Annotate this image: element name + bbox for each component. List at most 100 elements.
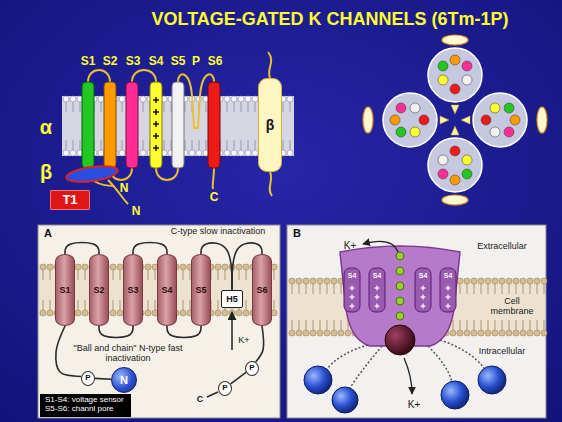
beta-ball bbox=[332, 387, 358, 413]
phospholipid-heads bbox=[296, 330, 302, 336]
peptide-chain bbox=[133, 243, 167, 255]
phosphate-circle: P bbox=[245, 361, 259, 376]
beta-subunit-ellipse bbox=[65, 163, 118, 184]
phosphate-circle-text: P bbox=[222, 383, 227, 392]
phospholipid-heads bbox=[292, 284, 293, 294]
phospholipid-heads bbox=[248, 140, 249, 150]
phospholipid-heads bbox=[148, 270, 149, 280]
phospholipid-heads bbox=[289, 278, 295, 284]
phospholipid-heads bbox=[290, 140, 291, 150]
phospholipid-heads bbox=[544, 320, 545, 330]
tetramer-figure bbox=[363, 107, 373, 133]
phospholipid-heads bbox=[122, 102, 123, 112]
phospholipid-heads bbox=[313, 320, 314, 330]
panel-b-text: B bbox=[293, 227, 301, 240]
phospholipid-heads bbox=[50, 300, 51, 310]
phospholipid-heads bbox=[180, 264, 186, 270]
pore-helix-box: H5 bbox=[221, 290, 243, 308]
phospholipid-heads bbox=[239, 270, 240, 280]
peptide-loop bbox=[268, 52, 271, 78]
voltage-sensor bbox=[344, 268, 456, 312]
tetramer-figure bbox=[537, 107, 547, 133]
terminus-label: N bbox=[120, 182, 129, 196]
phospholipid-heads bbox=[215, 264, 221, 270]
peptide-loop bbox=[88, 52, 272, 204]
helix-cylinder-text: S3 bbox=[127, 285, 138, 295]
tetramer-figure bbox=[390, 115, 400, 125]
phospholipid-heads bbox=[119, 96, 125, 102]
phospholipid-heads bbox=[78, 300, 79, 310]
peptide-chain bbox=[256, 326, 264, 362]
tetramer-figure bbox=[510, 115, 520, 125]
segment-label: S6 bbox=[208, 55, 223, 69]
region-label: Intracellular bbox=[479, 346, 526, 356]
legend-box: S1-S4: voltage sensorS5-S6: channl pore bbox=[40, 394, 131, 417]
phospholipid-heads bbox=[485, 330, 491, 336]
phospholipid-heads bbox=[222, 264, 228, 270]
phospholipid-heads bbox=[47, 264, 53, 270]
potassium-ion bbox=[396, 282, 404, 290]
phospholipid-heads bbox=[499, 278, 505, 284]
segment-label: P bbox=[192, 55, 200, 69]
phospholipid-heads bbox=[241, 140, 242, 150]
phospholipid-heads bbox=[224, 96, 230, 102]
phospholipid-heads bbox=[478, 330, 484, 336]
phospholipid-heads bbox=[185, 102, 186, 112]
phospholipid-heads bbox=[75, 264, 81, 270]
tetramer-figure bbox=[462, 169, 472, 179]
tetramer-figure bbox=[462, 155, 472, 165]
tetramer-figure bbox=[419, 115, 429, 125]
region-label: Extracellular bbox=[477, 241, 527, 251]
terminus-label: N bbox=[132, 205, 141, 219]
tetramer-figure bbox=[490, 103, 500, 113]
phospholipid-heads bbox=[241, 102, 242, 112]
charge-symbol bbox=[422, 304, 423, 309]
helix-cylinder: S3 bbox=[123, 254, 143, 326]
helix-cylinder: S5 bbox=[191, 254, 211, 326]
chain bbox=[440, 340, 484, 368]
phospholipid-heads bbox=[183, 300, 184, 310]
charge-symbol bbox=[155, 97, 157, 103]
phospholipid-heads bbox=[145, 310, 151, 316]
phosphate-circle-text: P bbox=[249, 363, 254, 372]
phospholipid-heads bbox=[544, 284, 545, 294]
inactivation-note: "Ball and chain" N-type fast inactivatio… bbox=[66, 343, 190, 364]
phospholipid-heads bbox=[320, 320, 321, 330]
phospholipid-heads bbox=[317, 330, 323, 336]
phospholipid-heads bbox=[236, 310, 242, 316]
tetramer-figure bbox=[442, 195, 468, 205]
phospholipid-heads bbox=[120, 270, 121, 280]
panel-a-figure bbox=[38, 225, 280, 418]
phospholipid-heads bbox=[227, 102, 228, 112]
phospholipid-heads bbox=[303, 278, 309, 284]
peptide-chain bbox=[99, 326, 133, 338]
tetramer-figure bbox=[428, 48, 482, 102]
phospholipid-heads bbox=[534, 278, 540, 284]
phospholipid-heads bbox=[474, 320, 475, 330]
helix-cylinder-text: S1 bbox=[59, 285, 70, 295]
phospholipid-heads bbox=[331, 278, 337, 284]
t1-domain-box-text: T1 bbox=[62, 193, 77, 208]
phospholipid-heads bbox=[296, 278, 302, 284]
phospholipid-heads bbox=[324, 278, 330, 284]
phospholipid-heads bbox=[225, 270, 226, 280]
phospholipid-heads bbox=[185, 140, 186, 150]
peptide-chain bbox=[231, 372, 247, 384]
phospholipid-heads bbox=[464, 278, 470, 284]
beta-ball bbox=[304, 366, 506, 413]
panel-b-figure bbox=[287, 225, 546, 418]
phospholipid-heads bbox=[283, 102, 284, 112]
phospholipid-heads bbox=[66, 140, 67, 150]
phospholipid-heads bbox=[243, 310, 249, 316]
phospholipid-heads bbox=[164, 140, 165, 150]
phospholipid-heads bbox=[345, 330, 351, 336]
phospholipid-heads bbox=[338, 330, 344, 336]
phospholipid-heads bbox=[492, 278, 498, 284]
phospholipid-heads bbox=[218, 270, 219, 280]
phospholipid-heads bbox=[40, 264, 46, 270]
tetramer-figure bbox=[461, 116, 470, 124]
tetramer-figure bbox=[438, 169, 448, 179]
phospholipid-heads bbox=[43, 300, 44, 310]
phospholipid-heads bbox=[516, 320, 517, 330]
tetramer-figure bbox=[462, 61, 472, 71]
